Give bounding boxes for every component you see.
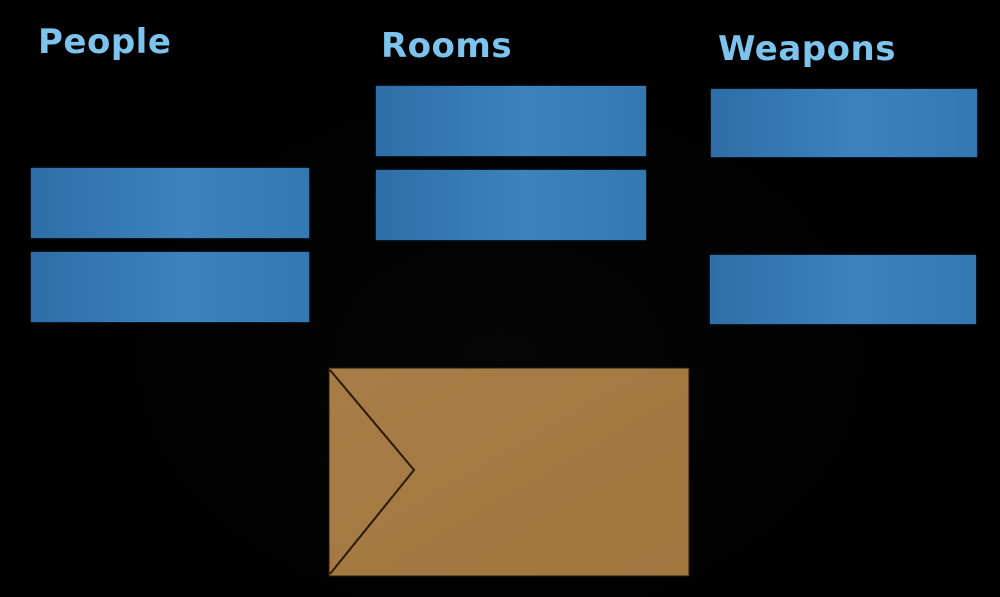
people-heading: People: [38, 22, 172, 62]
envelope-body: [328, 367, 690, 577]
rooms-heading: Rooms: [381, 26, 513, 66]
weapons-card-slot-2: [710, 255, 976, 324]
envelope-flap: [329, 369, 416, 575]
people-card-slot-2: [31, 252, 309, 322]
weapons-card-slot-1: [711, 89, 977, 157]
weapons-heading: Weapons: [718, 29, 896, 69]
people-card-slot-1: [31, 168, 309, 238]
envelope-icon: [328, 367, 690, 577]
rooms-card-slot-2: [376, 170, 646, 240]
rooms-card-slot-1: [376, 86, 646, 156]
